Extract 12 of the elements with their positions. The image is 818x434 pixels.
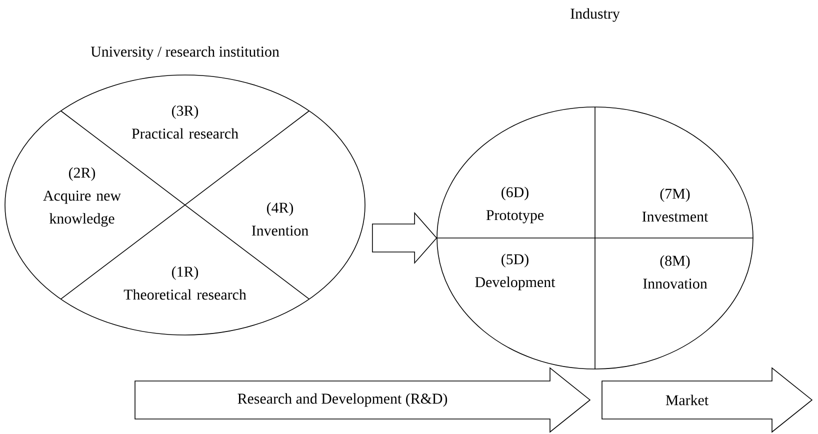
heading: Industry [570,8,620,22]
quadrant-label: (7M) Investment [642,188,708,222]
quadrant-label: (4R) Invention [252,202,308,236]
quadrant-label: (6D) Prototype [486,186,544,224]
block-arrow [372,212,438,264]
quadrant-label: (1R) Theoretical research [124,266,246,300]
quadrant-label: (2R) Acquire new knowledge [43,167,121,227]
quadrant-label: (8M) Innovation [643,255,708,289]
ellipse [436,106,754,370]
quadrant-label: (3R) Practical research [132,105,238,139]
heading: University / research institution [90,46,280,60]
quadrant-label: (5D) Development [475,254,556,290]
